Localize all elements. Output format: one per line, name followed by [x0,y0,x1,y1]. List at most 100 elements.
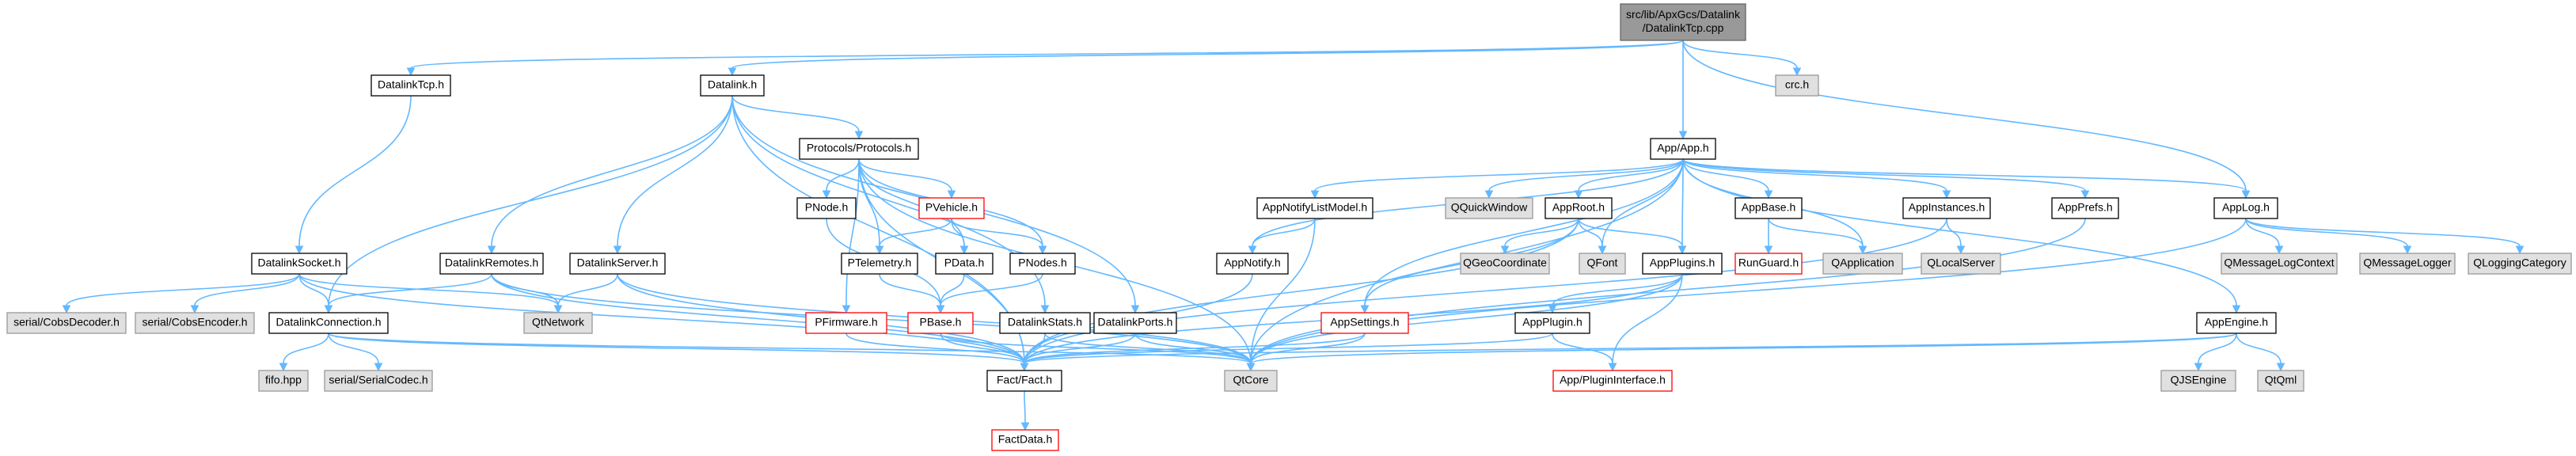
node-label: PNode.h [805,201,848,214]
node-label: AppPlugins.h [1650,256,1715,269]
node-datalinkserver-h[interactable]: DatalinkServer.h [569,253,666,275]
edge-line [1681,158,1684,247]
node-qtcore: QtCore [1224,370,1278,392]
node-box [1921,253,2001,275]
edge-protocols_h-to-pfirmware_h [842,158,860,314]
node-appplugin-h[interactable]: AppPlugin.h [1514,312,1590,334]
edge-app_h-to-appengine_h [1682,158,2241,314]
edge-appplugins_h-to-appplugin_h [1548,273,1683,314]
node-label: AppPrefs.h [2057,201,2112,214]
edge-line [1364,158,1684,306]
node-label: DatalinkRemotes.h [445,256,538,269]
edge-arrowhead [2080,190,2090,200]
node-label: FactData.h [998,433,1052,446]
node-protocols-h[interactable]: Protocols/Protocols.h [799,138,919,160]
node-box [1256,197,1373,219]
edge-arrowhead [2515,245,2525,255]
node-appnotifylistmodel-h[interactable]: AppNotifyListModel.h [1256,197,1373,219]
node-label: QtQml [2265,374,2297,386]
edge-line [1024,332,2237,364]
node-box [2213,197,2278,219]
node-datalinkremotes-h[interactable]: DatalinkRemotes.h [439,253,544,275]
edge-line [283,332,329,364]
edge-arrowhead [822,190,831,200]
edge-datalinksocket_h-to-cobsdecoder_h [62,273,300,314]
node-datalink-h[interactable]: Datalink.h [700,74,765,97]
edge-datalink_h-to-datalinkserver_h [613,95,733,255]
edge-line [1682,158,1947,192]
node-pdata-h[interactable]: PData.h [935,253,994,275]
edge-arrowhead [1310,190,1320,200]
edge-line [1682,158,2237,306]
node-box [1093,312,1177,334]
node-appinstances-h[interactable]: AppInstances.h [1902,197,1991,219]
node-label: QGeoCoordinate [1463,256,1547,269]
node-approot-h[interactable]: AppRoot.h [1544,197,1613,219]
edge-line [1578,218,1683,247]
edge-arrowhead [1360,305,1370,314]
node-label: AppSettings.h [1330,316,1399,329]
node-datalinkconnection-h[interactable]: DatalinkConnection.h [268,312,389,334]
node-box [1320,312,1409,334]
edge-datalinktcp_h-to-datalinksocket_h [294,95,412,255]
node-box [907,312,974,334]
node-appbase-h[interactable]: AppBase.h [1734,197,1803,219]
node-datalinktcp-h[interactable]: DatalinkTcp.h [370,74,451,97]
edge-line [328,332,1025,364]
node-label: AppNotifyListModel.h [1263,201,1367,214]
edge-datalinkremotes_h-to-datalinkconnection_h [324,273,492,314]
edge-arrowhead [959,245,969,255]
node-fact-h[interactable]: Fact/Fact.h [986,370,1062,392]
node-pnode-h[interactable]: PNode.h [796,197,857,219]
node-label: QtCore [1233,374,1268,386]
edge-arrowhead [854,131,864,140]
edge-line [491,273,1025,364]
node-box [1009,253,1076,275]
edge-root-to-datalink_h [728,40,1684,77]
node-applog-h[interactable]: AppLog.h [2213,197,2278,219]
edge-ptelemetry_h-to-pbase_h [879,273,945,314]
node-qtqml: QtQml [2257,370,2304,392]
node-box [2257,370,2304,392]
node-datalinkports-h[interactable]: DatalinkPorts.h [1093,312,1177,334]
edge-line [1314,158,1684,192]
edge-arrowhead [406,67,416,77]
node-box [2359,253,2456,275]
node-pbase-h[interactable]: PBase.h [907,312,974,334]
edge-arrowhead [1500,245,1510,255]
node-pnodes-h[interactable]: PNodes.h [1009,253,1076,275]
edge-arrowhead [728,67,737,77]
node-label: QQuickWindow [1451,201,1528,214]
edge-line [1252,218,1316,247]
node-appsettings-h[interactable]: AppSettings.h [1320,312,1409,334]
edge-line [1250,332,1366,364]
node-runguard-h[interactable]: RunGuard.h [1734,253,1803,275]
edge-appnotifylistmodel_h-to-appnotify_h [1248,218,1316,255]
edge-arrowhead [1484,190,1494,200]
node-appprefs-h[interactable]: AppPrefs.h [2051,197,2119,219]
node-cobsdecoder-h: serial/CobsDecoder.h [6,312,127,334]
node-datalinkstats-h[interactable]: DatalinkStats.h [999,312,1091,334]
edge-root-to-datalinktcp_h [406,40,1684,77]
node-pfirmware-h[interactable]: PFirmware.h [805,312,887,334]
node-ptelemetry-h[interactable]: PTelemetry.h [841,253,918,275]
edge-app_h-to-approot_h [1574,158,1684,200]
edge-app_h-to-appnotifylistmodel_h [1310,158,1684,200]
node-root[interactable]: src/lib/ApxGcs/Datalink/DatalinkTcp.cpp [1620,3,1746,41]
node-box [370,74,451,97]
edge-applog_h-to-qmessagelogger [2245,218,2412,255]
edge-arrowhead [1764,245,1773,255]
node-app-h[interactable]: App/App.h [1650,138,1716,160]
node-appnotify-h[interactable]: AppNotify.h [1216,253,1289,275]
node-appplugins-h[interactable]: AppPlugins.h [1642,253,1723,275]
node-pvehicle-h[interactable]: PVehicle.h [918,197,985,219]
node-appengine-h[interactable]: AppEngine.h [2196,312,2277,334]
edge-line [1024,218,1947,364]
node-factdata-h[interactable]: FactData.h [991,429,1059,451]
edge-line [328,95,733,306]
node-datalinksocket-h[interactable]: DatalinkSocket.h [251,253,348,275]
edge-line [1488,158,1684,192]
node-qjsengine: QJSEngine [2160,370,2236,392]
node-appplugininterface-h[interactable]: App/PluginInterface.h [1552,370,1673,392]
node-box [324,370,433,392]
